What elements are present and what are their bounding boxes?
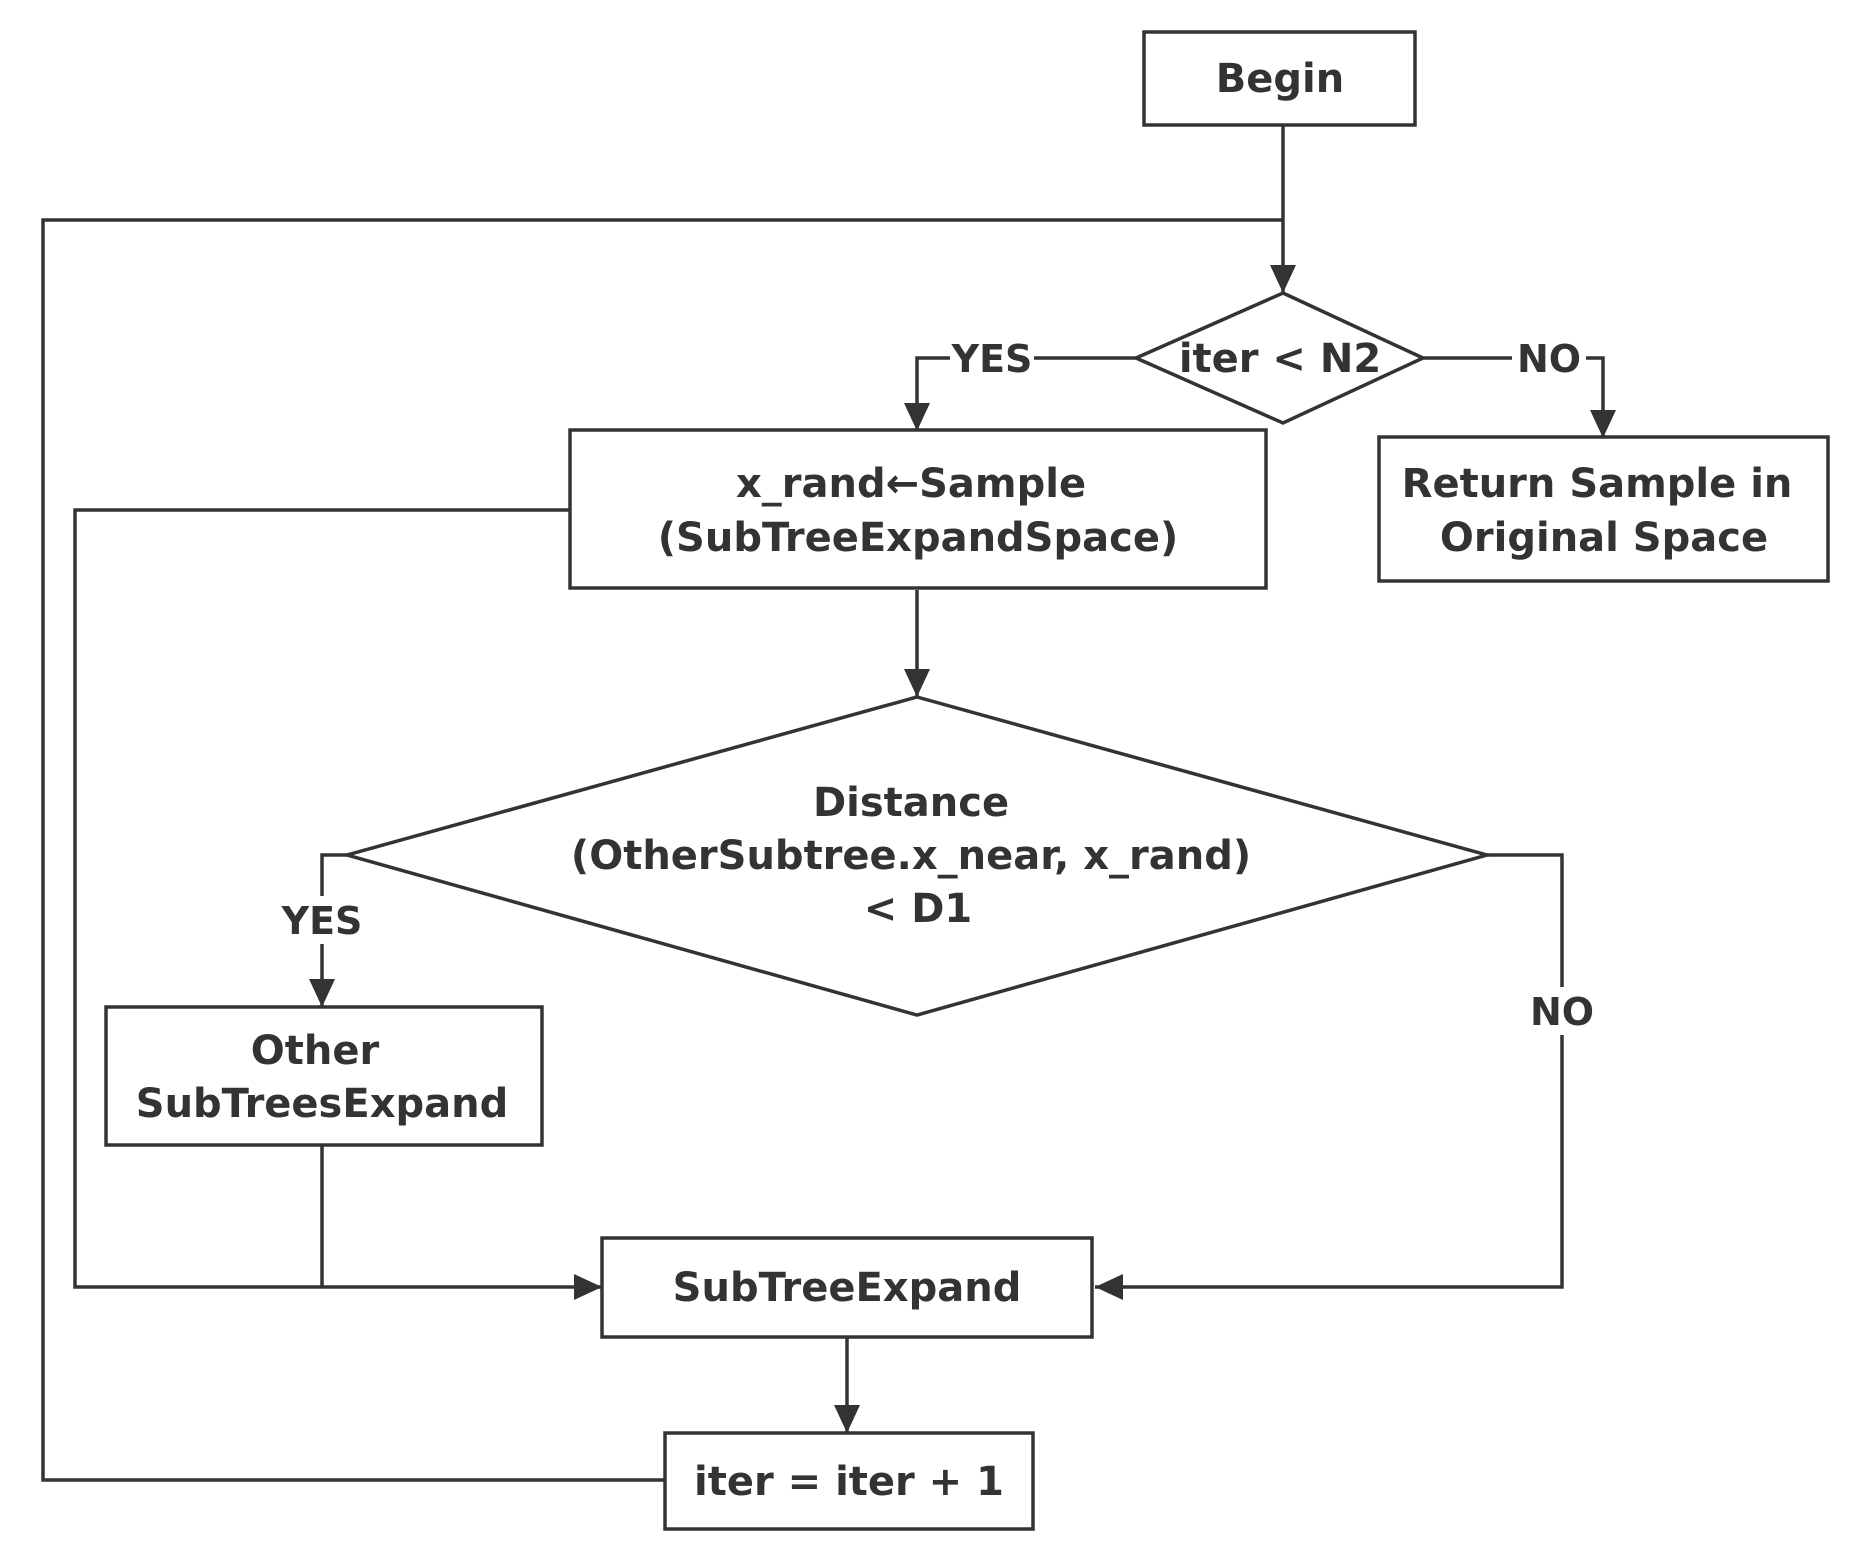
other-subtrees-expand-label: Other SubTreesExpand: [136, 1028, 508, 1127]
arrowhead-distance-yes: [309, 979, 335, 1007]
subtree-expand-node: SubTreeExpand: [600, 1236, 1094, 1339]
distance-decision: Distance (OtherSubtree.x_near, x_rand) <…: [340, 695, 1494, 1017]
increment-label: iter = iter + 1: [694, 1459, 1004, 1505]
begin-node-label: Begin: [1216, 56, 1344, 102]
other-subtrees-expand-node: Other SubTreesExpand: [104, 1005, 544, 1147]
return-node: Return Sample in Original Space: [1377, 435, 1830, 583]
edge-label-distance-yes-text: YES: [281, 899, 363, 943]
arrowhead-iter-yes: [904, 403, 930, 431]
sample-node: x_rand←Sample (SubTreeExpandSpace): [568, 428, 1268, 590]
edge-label-iter-yes: YES: [950, 334, 1034, 382]
edge-label-distance-yes: YES: [278, 896, 366, 944]
edge-label-distance-no: NO: [1522, 987, 1602, 1035]
edge-label-iter-no: NO: [1512, 334, 1586, 382]
sample-node-label: x_rand←Sample (SubTreeExpandSpace): [658, 461, 1179, 561]
edge-loop-back: [41, 218, 1283, 1482]
edge-sample-to-subtree-expand: [73, 508, 602, 1289]
arrowhead-iter-no: [1590, 410, 1616, 438]
arrowhead-subtree-to-increment: [834, 1405, 860, 1433]
arrowhead-into-subtree-expand-left: [574, 1274, 602, 1300]
increment-node: iter = iter + 1: [663, 1431, 1035, 1531]
arrowhead-begin-to-iter-check: [1270, 265, 1296, 293]
subtree-expand-label: SubTreeExpand: [673, 1265, 1022, 1311]
connectors: [41, 125, 1616, 1482]
edge-distance-yes: [320, 853, 347, 1007]
edge-label-iter-no-text: NO: [1517, 337, 1581, 381]
edge-label-iter-yes-text: YES: [951, 337, 1033, 381]
arrowhead-distance-no: [1095, 1274, 1123, 1300]
iter-check-decision: iter < N2: [1131, 291, 1428, 425]
iter-check-label: iter < N2: [1179, 336, 1381, 382]
return-node-label: Return Sample in Original Space: [1402, 461, 1807, 561]
begin-node: Begin: [1142, 30, 1417, 127]
edge-distance-no: [1095, 853, 1564, 1289]
distance-decision-label: Distance (OtherSubtree.x_near, x_rand) <…: [571, 780, 1265, 932]
arrowhead-sample-to-distance: [904, 669, 930, 697]
edge-label-distance-no-text: NO: [1530, 990, 1594, 1034]
